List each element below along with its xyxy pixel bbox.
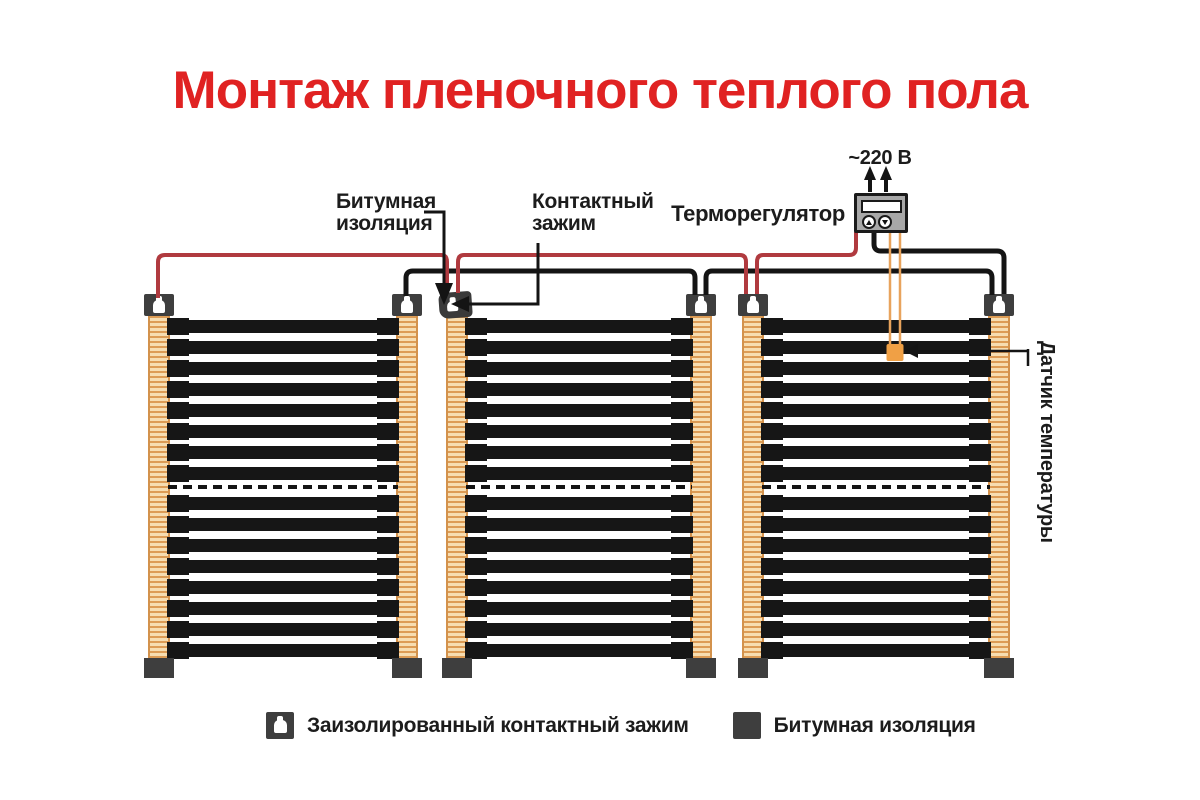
voltage-label: ~220 В — [848, 147, 912, 169]
clamp-lug-icon — [747, 296, 759, 313]
clamp-lug-icon — [153, 296, 165, 313]
clamp-lug-icon — [401, 296, 413, 313]
legend-label-bitumen: Битумная изоляция — [773, 713, 976, 737]
heating-stripes — [761, 493, 991, 659]
copper-bus — [988, 316, 1010, 659]
heating-stripes — [465, 493, 693, 659]
page-title: Монтаж пленочного теплого пола — [172, 61, 1029, 120]
thermostat-up-button[interactable] — [862, 215, 876, 229]
copper-bus — [396, 316, 418, 659]
film-panel-3 — [738, 294, 1014, 680]
bitumen-covered-clamp — [438, 290, 473, 320]
insulated-clamp-icon — [144, 294, 174, 316]
clamp-lug-icon — [274, 716, 287, 733]
bitumen-end-cap — [686, 658, 716, 678]
heating-stripes — [167, 316, 399, 484]
temperature-sensor-label: Датчик температуры — [1036, 341, 1058, 543]
insulated-clamp-icon — [984, 294, 1014, 316]
insulated-clamp-icon — [392, 294, 422, 316]
clamp-lug-icon — [695, 296, 707, 313]
clamp-lug-icon — [993, 296, 1005, 313]
bitumen-end-cap — [392, 658, 422, 678]
bitumen-legend-icon — [732, 712, 761, 739]
bitumen-end-cap — [442, 658, 472, 678]
bitumen-end-cap — [984, 658, 1014, 678]
bitumen-end-cap — [144, 658, 174, 678]
cut-line — [168, 485, 398, 489]
neutral-wire-black — [403, 268, 995, 296]
power-arrows-icon — [864, 166, 892, 192]
insulated-clamp-icon — [738, 294, 768, 316]
clamp-lug-icon — [446, 300, 459, 312]
film-panel-1 — [144, 294, 422, 680]
insulated-clamp-icon — [686, 294, 716, 316]
film-panel-2 — [438, 290, 716, 680]
legend: Заизолированный контактный зажим Битумна… — [266, 712, 976, 739]
cut-line — [762, 485, 990, 489]
phase-wire-red — [156, 232, 858, 298]
cut-line — [466, 485, 692, 489]
neutral-wire-thermostat — [871, 233, 1007, 294]
thermostat-label: Терморегулятор — [671, 201, 845, 226]
thermostat-device — [854, 193, 908, 233]
copper-bus — [690, 316, 712, 659]
thermostat-display — [861, 200, 902, 213]
bitumen-end-cap — [738, 658, 768, 678]
insulated-clamp-legend-icon — [266, 712, 294, 739]
thermostat-down-button[interactable] — [878, 215, 892, 229]
contact-clamp-label: Контактный зажим — [532, 190, 654, 235]
legend-label-insulated-clamp: Заизолированный контактный зажим — [307, 713, 689, 737]
heating-stripes — [465, 316, 693, 484]
heating-stripes — [761, 316, 991, 484]
bitumen-insulation-label: Битумная изоляция — [336, 190, 436, 235]
heating-stripes — [167, 493, 399, 659]
